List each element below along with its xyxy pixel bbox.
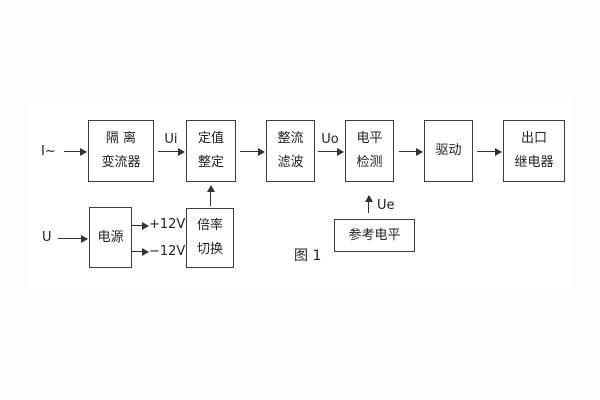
block-output-relay-line2: 继电器 <box>514 155 554 170</box>
block-isolation-line2: 变流器 <box>101 155 141 170</box>
arrow-reference-to-level <box>364 195 373 213</box>
block-level-detect: 电平 检测 <box>345 120 394 182</box>
label-plus-12v: +12V <box>149 217 186 232</box>
arrow-voltage-to-power <box>58 234 88 243</box>
block-driver: 驱动 <box>424 120 473 182</box>
block-isolation-line1: 隔 离 <box>105 131 137 146</box>
block-reference-level: 参考电平 <box>334 219 415 252</box>
label-minus-12v: −12V <box>149 244 186 259</box>
block-output-relay: 出口 继电器 <box>503 120 565 182</box>
arrow-power-plus12 <box>132 221 149 230</box>
label-ue: Ue <box>377 198 395 213</box>
block-ratio-switch-line1: 倍率 <box>196 218 223 233</box>
block-ratio-switch: 倍率 切换 <box>186 208 234 268</box>
label-voltage-input: U <box>42 230 52 245</box>
label-ui: Ui <box>164 132 178 147</box>
block-reference-level-line1: 参考电平 <box>348 227 401 243</box>
arrow-setting-to-rectifier <box>240 147 265 156</box>
block-setting: 定值 整定 <box>186 120 236 182</box>
block-power-supply: 电源 <box>89 207 132 268</box>
arrow-driver-to-relay <box>477 147 502 156</box>
arrow-isolation-to-setting <box>158 147 185 156</box>
arrow-power-minus12 <box>132 247 149 256</box>
block-rectifier-line1: 整流 <box>277 131 304 146</box>
block-setting-line2: 整定 <box>197 155 224 170</box>
arrow-ratio-to-setting <box>206 185 215 206</box>
block-ratio-switch-line2: 切换 <box>196 242 223 257</box>
block-driver-line1: 驱动 <box>435 143 462 158</box>
block-rectifier-filter: 整流 滤波 <box>266 120 315 182</box>
arrow-current-to-isolation <box>64 147 87 156</box>
figure-caption: 图 1 <box>294 248 322 264</box>
label-uo: Uo <box>321 132 339 147</box>
block-level-detect-line1: 电平 <box>356 131 383 146</box>
block-level-detect-line2: 检测 <box>356 155 383 170</box>
arrow-rectifier-to-level <box>318 147 344 156</box>
block-rectifier-line2: 滤波 <box>277 155 304 170</box>
block-power-line1: 电源 <box>97 229 124 245</box>
block-setting-line1: 定值 <box>197 131 224 146</box>
label-current-input: I~ <box>41 144 56 159</box>
block-isolation-transformer: 隔 离 变流器 <box>88 120 154 182</box>
arrow-level-to-driver <box>399 147 423 156</box>
block-output-relay-line1: 出口 <box>520 131 547 146</box>
diagram-panel: 隔 离 变流器 定值 整定 整流 滤波 电平 检测 驱动 出口 继电器 电源 倍… <box>30 98 570 288</box>
